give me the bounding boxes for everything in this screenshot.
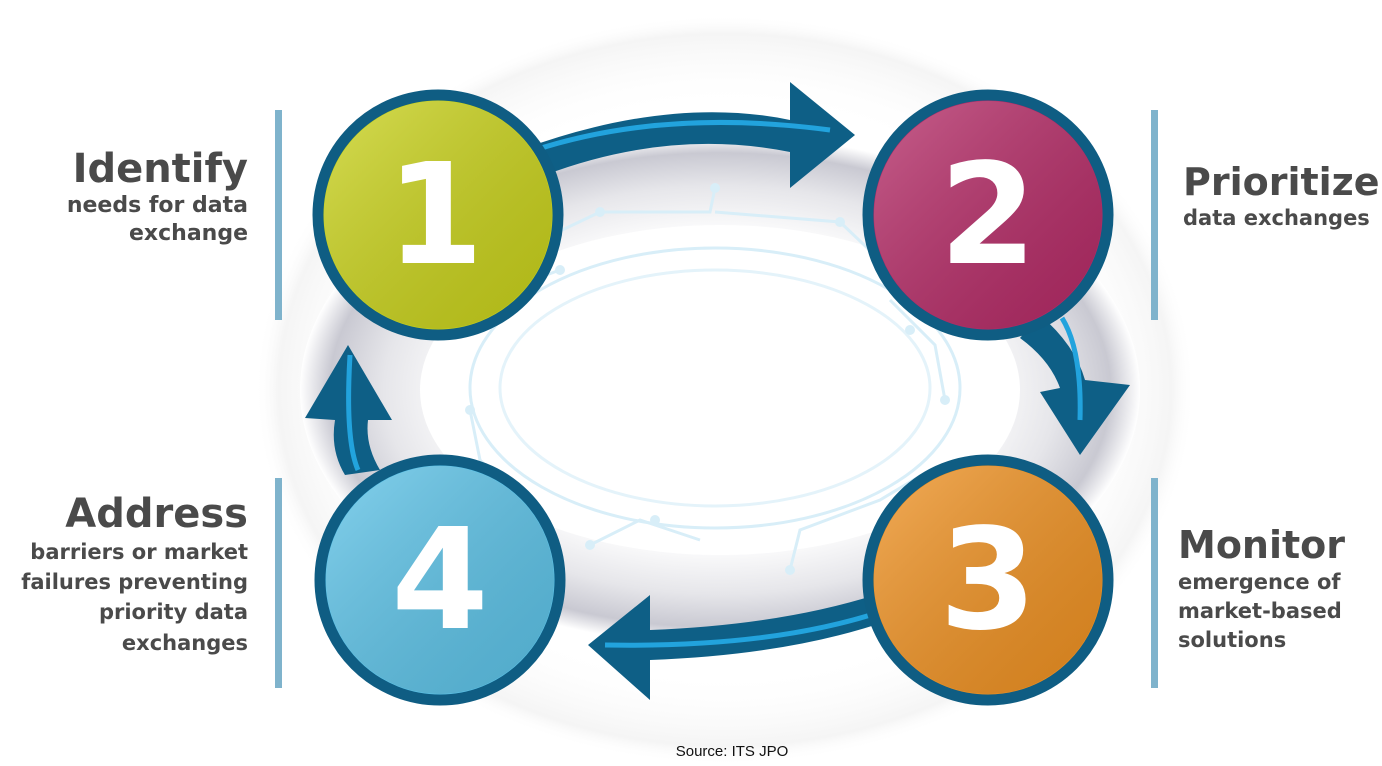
step-description-line: priority data (99, 600, 248, 624)
divider-step-3 (1151, 478, 1158, 688)
step-label-4: Address barriers or market failures prev… (21, 491, 248, 655)
step-description-line: exchange (129, 221, 248, 246)
step-description-line: data exchanges (1183, 206, 1370, 230)
arrow-4-to-1 (305, 345, 392, 475)
step-title: Address (65, 491, 248, 537)
step-circle-4: 4 (314, 454, 566, 706)
step-title: Identify (73, 146, 248, 192)
step-description-line: emergence of (1178, 570, 1341, 594)
step-circle-1: 1 (312, 89, 564, 341)
step-number: 3 (939, 499, 1036, 662)
arrow-3-to-4 (588, 595, 890, 700)
arrow-2-to-3 (1020, 315, 1130, 455)
step-circle-2: 2 (862, 89, 1114, 341)
step-number: 2 (939, 134, 1036, 297)
step-label-2: Prioritize data exchanges (1183, 160, 1380, 230)
step-label-1: Identify needs for data exchange (67, 146, 248, 246)
step-description-line: failures preventing (21, 570, 248, 594)
step-description-line: barriers or market (30, 540, 248, 564)
divider-step-2 (1151, 110, 1158, 320)
step-number: 1 (386, 134, 483, 297)
step-title: Monitor (1178, 523, 1345, 567)
source-caption: Source: ITS JPO (676, 743, 789, 760)
step-description-line: needs for data (67, 193, 248, 218)
step-title: Prioritize (1183, 160, 1380, 204)
circuit-nodes (465, 183, 950, 575)
step-description-line: solutions (1178, 628, 1286, 652)
step-circle-3: 3 (862, 454, 1114, 706)
divider-step-4 (275, 478, 282, 688)
step-description-line: market-based (1178, 599, 1342, 623)
step-description-line: exchanges (122, 631, 248, 655)
step-label-3: Monitor emergence of market-based soluti… (1178, 523, 1345, 652)
divider-step-1 (275, 110, 282, 320)
arrow-1-to-2 (520, 82, 855, 188)
step-number: 4 (391, 499, 488, 662)
